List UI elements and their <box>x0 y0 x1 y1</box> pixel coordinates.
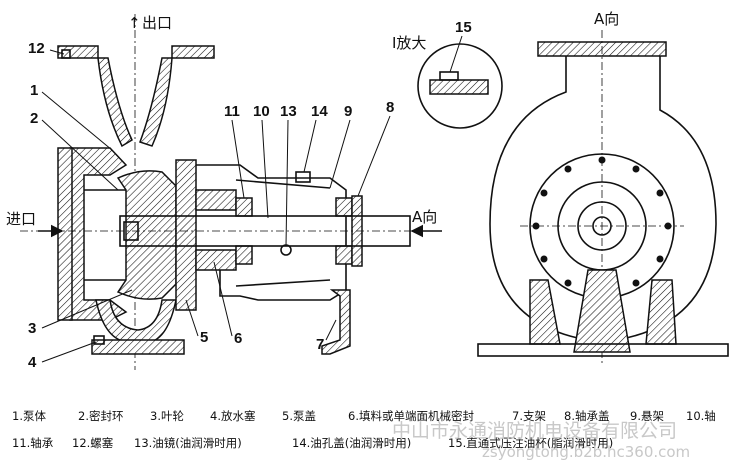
callout-2: 2 <box>30 110 38 127</box>
legend-7: 7.支架 <box>512 409 546 423</box>
outlet-flange-left <box>57 45 99 59</box>
support-bracket <box>321 289 351 355</box>
sectional-view <box>20 14 442 370</box>
support-center <box>573 269 631 353</box>
impeller-nut <box>123 221 139 241</box>
pump-casing <box>69 147 128 321</box>
legend-5: 5.泵盖 <box>282 409 316 423</box>
callout-6: 6 <box>234 330 242 347</box>
direction-a-side-label: A向 <box>412 208 437 226</box>
callout-7: 7 <box>316 336 324 353</box>
seal-housing-top <box>195 189 237 211</box>
bearing-rear-bottom <box>335 245 353 265</box>
frame-inner-bottom <box>235 279 331 287</box>
callout-1: 1 <box>30 82 38 99</box>
legend-14: 14.油孔盖(油润滑时用) <box>292 436 411 450</box>
foot-left <box>529 279 561 345</box>
callout-3: 3 <box>28 320 36 337</box>
callout-4: 4 <box>28 354 37 371</box>
detail-magnified-view <box>417 43 503 129</box>
impeller <box>116 170 177 300</box>
legend-2: 2.密封环 <box>78 409 123 423</box>
inlet-flange <box>57 147 73 321</box>
volute-lower <box>95 299 177 343</box>
legend-11: 11.轴承 <box>12 436 54 450</box>
casing-foot <box>91 339 185 355</box>
watermark-url: zsyongtong.b2b.hc360.com <box>482 443 690 460</box>
legend-10: 10.轴 <box>686 409 716 423</box>
oil-hole-cap <box>295 171 311 183</box>
direction-a-title: A向 <box>594 10 619 28</box>
legend-12: 12.螺塞 <box>72 436 114 450</box>
bearing-rear-top <box>335 197 353 217</box>
flange-bolts <box>532 156 672 287</box>
callout-13: 13 <box>280 103 297 120</box>
screw-plug <box>61 49 71 59</box>
detail-circle <box>417 43 503 129</box>
parts-legend: 1.泵体 2.密封环 3.叶轮 4.放水塞 5.泵盖 6.填料或单端面机械密封 … <box>12 409 716 450</box>
outlet-wall-right <box>139 57 173 147</box>
legend-9: 9.悬架 <box>630 409 664 423</box>
bearing-front-bottom <box>235 245 253 265</box>
legend-1: 1.泵体 <box>12 409 46 423</box>
callouts: 12 1 2 3 4 5 6 7 8 9 10 11 13 14 15 <box>28 19 472 371</box>
seal-housing-bottom <box>195 249 237 271</box>
callout-8: 8 <box>386 99 394 116</box>
callout-9: 9 <box>344 103 352 120</box>
detail-label: I放大 <box>392 34 426 52</box>
foot-right <box>645 279 677 345</box>
legend-3: 3.叶轮 <box>150 409 184 423</box>
callout-5: 5 <box>200 329 208 346</box>
detail-grease-cup <box>439 71 459 81</box>
callout-10: 10 <box>253 103 270 120</box>
detail-hatch <box>429 79 489 95</box>
legend-15: 15.直通式压注油杯(脂润滑时用) <box>448 436 613 450</box>
inlet-label: 进口 <box>6 210 36 228</box>
bearing-cover-circle <box>577 201 627 251</box>
outlet-wall-left <box>97 57 133 148</box>
legend-13: 13.油镜(油润滑时用) <box>134 436 242 450</box>
frame-inner-top <box>235 179 331 189</box>
watermark-company: 中山市永通消防机电设备有限公司 <box>392 420 677 442</box>
drain-plug <box>93 335 105 345</box>
pump-cover <box>175 159 197 311</box>
callout-12: 12 <box>28 40 45 57</box>
callout-11: 11 <box>224 103 240 120</box>
legend-6: 6.填料或单端面机械密封 <box>348 409 474 423</box>
callout-14: 14 <box>311 103 328 120</box>
end-view-a <box>477 30 729 365</box>
callout-15: 15 <box>455 19 472 36</box>
outlet-flange-right <box>171 45 215 59</box>
bearing-front-top <box>235 197 253 217</box>
outlet-arrow-mark: ↑ <box>128 14 141 32</box>
legend-8: 8.轴承盖 <box>564 409 609 423</box>
outlet-label: 出口 <box>142 14 172 32</box>
legend-4: 4.放水塞 <box>210 409 256 423</box>
base-plate <box>477 343 729 357</box>
